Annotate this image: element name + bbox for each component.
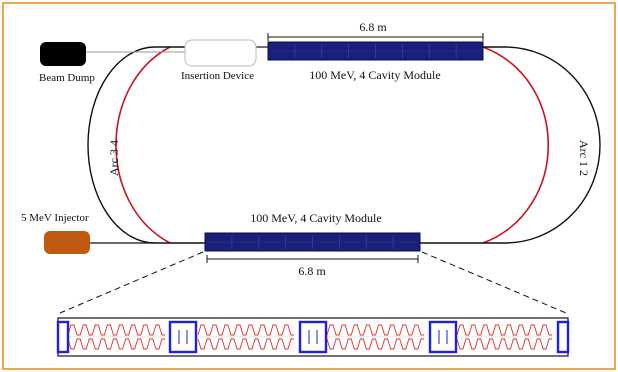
cavity-cell-top (456, 324, 552, 336)
cavity-cell-bottom (456, 338, 552, 350)
tuner-box (556, 320, 570, 354)
insertion-device-outline-icon (184, 39, 257, 67)
injector-label: 5 MeV Injector (21, 212, 89, 224)
cavity-cells-group (67, 324, 552, 350)
cavity-cell-bottom (326, 338, 424, 350)
right-arc-inner-line (482, 46, 550, 244)
beam-dump-block-icon (40, 42, 86, 66)
right-arc-outer-line (420, 46, 601, 244)
cavity-cell-top (197, 324, 294, 336)
zoom-line-right (421, 251, 567, 314)
tuner-box (168, 320, 198, 354)
tuner-boxes-group (56, 320, 570, 354)
top-module-cell-dividers (270, 44, 481, 58)
arc-right-label: Arc 1 2 (577, 140, 591, 176)
injector-block-icon (44, 231, 90, 254)
left-arc-outer-line (87, 46, 205, 244)
cavity-cell-bottom (197, 338, 294, 350)
zoom-line-left (59, 251, 204, 314)
top-module-label: 100 MeV, 4 Cavity Module (309, 68, 440, 82)
beam-dump-label: Beam Dump (39, 72, 95, 84)
left-arc-inner-line (115, 46, 171, 244)
insertion-device-label: Insertion Device (181, 70, 254, 82)
cavity-cell-top (67, 324, 165, 336)
tuner-box (428, 320, 458, 354)
bottom-module-cell-dividers (207, 235, 418, 249)
bottom-module-label: 100 MeV, 4 Cavity Module (250, 211, 381, 225)
tuner-box (298, 320, 328, 354)
cavity-cell-top (326, 324, 424, 336)
top-length-label: 6.8 m (359, 20, 387, 34)
arc-left-label: Arc 3 4 (107, 140, 121, 176)
tuner-box (56, 320, 70, 354)
bottom-length-label: 6.8 m (298, 264, 326, 278)
cavity-cell-bottom (67, 338, 165, 350)
